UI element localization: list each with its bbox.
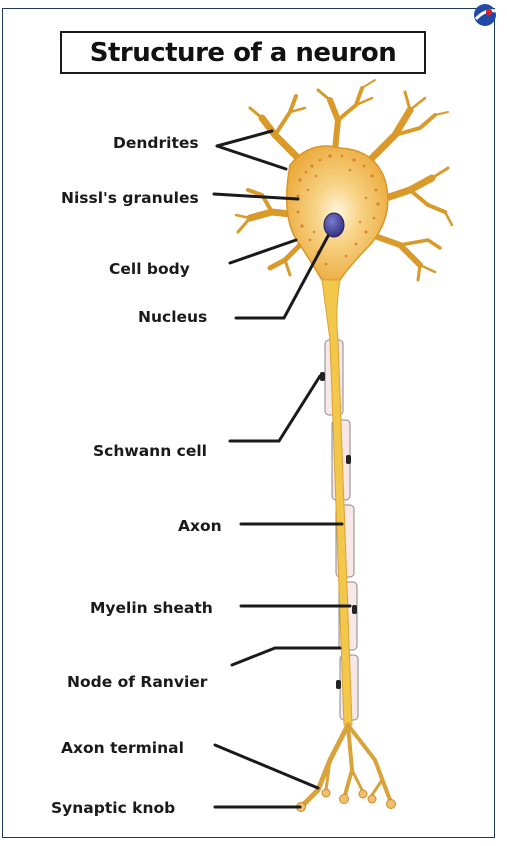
cell-body-shape	[287, 146, 388, 280]
label-nucleus: Nucleus	[138, 310, 207, 326]
nucleus-shape	[324, 213, 344, 237]
label-nissl-granules: Nissl's granules	[61, 191, 199, 207]
label-schwann-cell: Schwann cell	[93, 444, 207, 460]
label-myelin-sheath: Myelin sheath	[90, 601, 213, 617]
label-axon: Axon	[178, 519, 222, 535]
axon-terminals	[303, 725, 390, 805]
label-synaptic-knob: Synaptic knob	[51, 801, 175, 817]
label-cell-body: Cell body	[109, 262, 190, 278]
label-axon-terminal: Axon terminal	[61, 741, 184, 757]
label-node-of-ranvier: Node of Ranvier	[67, 675, 207, 691]
label-dendrites: Dendrites	[113, 136, 199, 152]
